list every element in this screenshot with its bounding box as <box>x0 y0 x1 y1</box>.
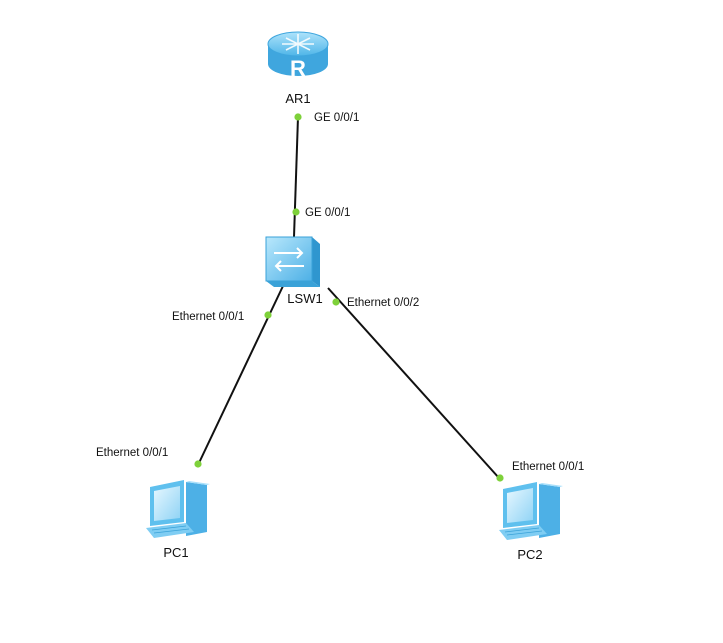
port-dot-pc2-eth001[interactable] <box>496 474 504 482</box>
port-label-pc2: Ethernet 0/0/1 <box>512 461 584 473</box>
switch-node[interactable]: LSW1 <box>265 236 323 306</box>
port-dots <box>194 113 504 482</box>
svg-text:R: R <box>290 56 306 81</box>
port-dot-lsw1-ge001[interactable] <box>292 208 300 216</box>
router-node[interactable]: R AR1 <box>267 31 329 106</box>
pc2-node[interactable]: PC2 <box>499 482 563 562</box>
port-label-ar1: GE 0/0/1 <box>314 112 359 124</box>
router-icon: R <box>267 31 329 81</box>
link-lsw1-pc2[interactable] <box>327 287 500 479</box>
switch-icon <box>265 236 320 287</box>
port-dot-lsw1-eth001[interactable] <box>264 311 272 319</box>
port-dot-pc1-eth001[interactable] <box>194 460 202 468</box>
port-label-lsw1-pc2: Ethernet 0/0/2 <box>347 297 419 309</box>
pc1-node[interactable]: PC1 <box>146 480 210 560</box>
pc-icon <box>499 482 563 540</box>
port-label-lsw1-up: GE 0/0/1 <box>305 207 350 219</box>
port-labels: GE 0/0/1 GE 0/0/1 Ethernet 0/0/1 Etherne… <box>96 112 584 473</box>
pc1-label: PC1 <box>163 545 188 560</box>
switch-label: LSW1 <box>287 291 322 306</box>
pc2-label: PC2 <box>517 547 542 562</box>
pc-icon <box>146 480 210 538</box>
router-label: AR1 <box>285 91 310 106</box>
port-dot-ar1-ge001[interactable] <box>294 113 302 121</box>
port-dot-lsw1-eth002[interactable] <box>332 298 340 306</box>
port-label-pc1: Ethernet 0/0/1 <box>96 447 168 459</box>
link-ar1-lsw1[interactable] <box>293 116 299 238</box>
port-label-lsw1-pc1: Ethernet 0/0/1 <box>172 311 244 323</box>
